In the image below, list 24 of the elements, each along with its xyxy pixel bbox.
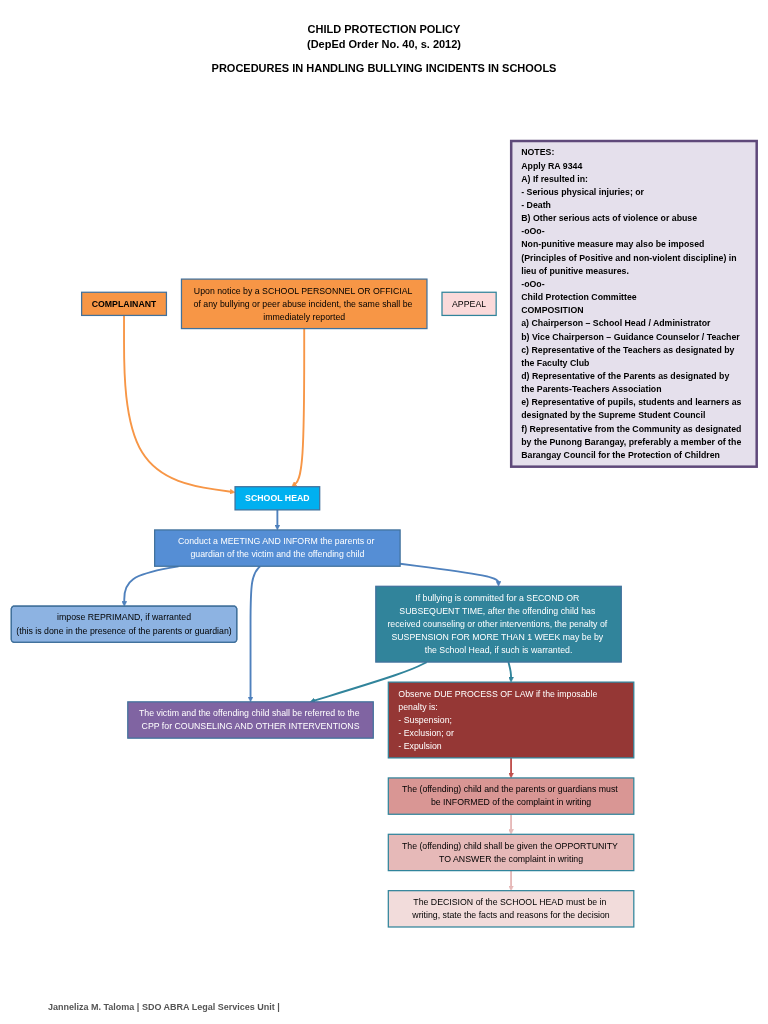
arrow: [508, 813, 514, 835]
node-box: APPEAL: [441, 291, 497, 317]
arrow: [291, 327, 306, 487]
arrow: [507, 661, 514, 683]
node-box: The (offending) child shall be given the OPPORTUNITY TO ANSWER the complaint in writing: [387, 833, 635, 872]
title: CHILD PROTECTION POLICY (DepEd Order No. 40, s. 2012): [305, 22, 463, 52]
arrow: [247, 565, 261, 703]
footer-credit: Janneliza M. Taloma | SDO ABRA Legal Services Unit |: [48, 1002, 280, 1012]
node-box: SCHOOL HEAD: [234, 486, 321, 511]
node-box: COMPLAINANT: [81, 291, 168, 317]
node-box: NOTES: Apply RA 9344 A) If resulted in: - Serious physical injuries; or - Death B) Other serious acts of violence or abuse -oOo- Non-punitive measure may also be imposed (Principles of Positive and non-violent discipline) in lieu of punitive measures. -oOo- Child Protection Committee COMPOSITION a) Chairperson – School Head / Administrator b) Vice Chairperson – Guidance Counselor / Teacher c) Representative of the Teachers as designated by the Faculty Club d) Representative of the Parents as designated by the Parents-Teachers Association e) Representative of pupils, students and learners as designated by the Supreme Student Council f) Representative from the Community as designated by the Punong Barangay, preferably a member of the Barangay Council for the Protection of Children: [509, 139, 758, 468]
arrow: [508, 869, 514, 891]
arrow: [123, 314, 236, 495]
node-box: The victim and the offending child shall be referred to the CPP for COUNSELING AND OTHER INTERVENTIONS: [127, 701, 374, 739]
node-box: Conduct a MEETING AND INFORM the parents or guardian of the victim and the offending child: [154, 529, 401, 567]
node-box: Observe DUE PROCESS OF LAW if the imposable penalty is: - Suspension; - Exclusion; or - Expulsion: [387, 681, 635, 759]
arrow: [399, 562, 502, 587]
arrow: [508, 756, 514, 779]
node-box: If bullying is committed for a SECOND OR SUBSEQUENT TIME, after the offending child has received counseling or other interventions, the penalty of SUSPENSION FOR MORE THAN 1 WEEK may be by the School Head, if such is warranted.: [375, 585, 622, 663]
node-box: The (offending) child and the parents or guardians must be INFORMED of the complaint in writing: [387, 777, 635, 815]
node-box: The DECISION of the SCHOOL HEAD must be in writing, state the facts and reasons for the decision: [387, 890, 635, 928]
node-box: Upon notice by a SCHOOL PERSONNEL OR OFFICIAL of any bullying or peer abuse incident, the same shall be immediately reported: [180, 278, 428, 330]
arrow: [274, 508, 281, 531]
subtitle: PROCEDURES IN HANDLING BULLYING INCIDENTS IN SCHOOLS: [211, 62, 557, 74]
